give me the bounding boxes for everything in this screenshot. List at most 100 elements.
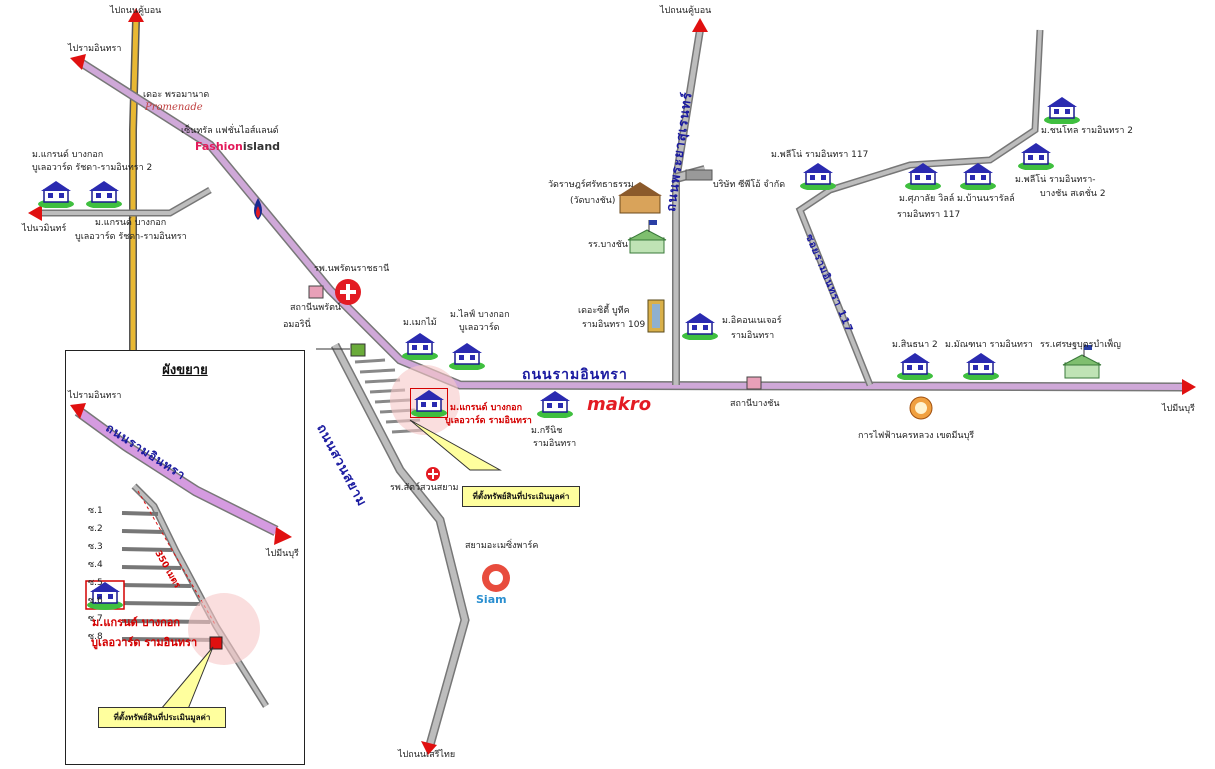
- house-icon-pleno-bangchan: [1018, 142, 1054, 170]
- hospital-cross-icon: [335, 279, 361, 305]
- inset-subject-2: บูเลอวาร์ด รามอินทรา: [91, 636, 198, 649]
- label-station-bangchan: สถานีบางชัน: [730, 399, 780, 409]
- label-the-city: เดอะซิตี้ บูทีค: [578, 306, 630, 316]
- label-siam-park: สยามอะเมซิ่งพาร์ค: [465, 541, 539, 551]
- inset-soi-3: ซ.3: [88, 542, 103, 552]
- label-amorini: อมอรินี่: [283, 320, 311, 330]
- makro-logo: makro: [587, 394, 652, 415]
- fuel-station-icon: [254, 198, 262, 220]
- highway-kubon: [129, 19, 140, 350]
- house-icon-mantana: [963, 352, 999, 380]
- label-pleno117: ม.พลีโน่ รามอินทรา 117: [771, 150, 869, 160]
- inset-subject: ม.แกรนด์ บางกอก: [92, 616, 181, 629]
- inset-soi-8: ซ.8: [88, 632, 103, 642]
- road-nawamin: [40, 186, 212, 217]
- label-hospital: รพ.นพรัตนราชธานี: [314, 264, 390, 274]
- label-chanthon: ม.ชนโทล รามอินทรา 2: [1041, 126, 1133, 136]
- siam-park-icon: [482, 564, 510, 592]
- label-company: บริษัท ซีพีโอ้ จำกัด: [713, 180, 786, 190]
- label-subject: ม.แกรนด์ บางกอก: [450, 403, 523, 413]
- inset-soi-6: ซ.6: [88, 596, 103, 606]
- label-to-seri-thai: ไปถนนเสรีไทย: [398, 750, 456, 760]
- inset-map: [70, 403, 292, 710]
- label-mea: การไฟฟ้านครหลวง เขตมีนบุรี: [858, 431, 975, 441]
- house-icon-grand-top-2: [86, 180, 122, 208]
- inset-title: ผังขยาย: [162, 363, 208, 378]
- vet-cross-icon: [426, 467, 440, 481]
- label-school-bangchan: รร.บางชัน: [588, 240, 628, 250]
- inset-callout: ที่ตั้งทรัพย์สินที่ประเมินมูลค่า: [98, 707, 226, 728]
- label-to-ramintra-left: ไปรามอินทรา: [68, 44, 122, 54]
- building-the-city-icon: [647, 299, 665, 333]
- station-bangchan-icon: [746, 376, 762, 390]
- label-norarat: ม.บ้านนรารัลล์: [957, 194, 1015, 204]
- label-excellent: ม.อิคอนเนเจอร์: [722, 316, 782, 326]
- label-subject-2: บูเลอวาร์ด รามอินทรา: [445, 416, 532, 426]
- road-soi-117: [795, 29, 1044, 387]
- label-fashion: เซ็นทรัล แฟชั่นไอส์แลนด์: [181, 126, 279, 136]
- road-suan-siam: [331, 342, 470, 747]
- label-life-2: บูเลอวาร์ด: [459, 323, 500, 333]
- callout-pointer: [409, 419, 502, 471]
- label-grand-bottom: ม.แกรนด์ บางกอก: [95, 218, 167, 228]
- house-icon-chanthon: [1044, 96, 1080, 124]
- inset-soi-1: ซ.1: [88, 506, 103, 516]
- label-to-khubon-left: ไปถนนคู้บอน: [110, 6, 162, 16]
- label-station-nopparat: สถานีนพรัตน์: [290, 303, 342, 313]
- label-to-nawamin: ไปนวมินทร์: [22, 224, 67, 234]
- house-icon-excellent: [682, 312, 718, 340]
- label-life: ม.ไลฟ์ บางกอก: [450, 310, 510, 320]
- label-grand-top-2: บูเลอวาร์ด รัชดา-รามอินทรา 2: [32, 163, 153, 173]
- mea-icon: [909, 396, 933, 420]
- temple-icon: [618, 182, 662, 214]
- promenade-logo: Promenade: [145, 102, 203, 113]
- house-icon-norarat: [960, 162, 996, 190]
- label-krinich-2: รามอินทรา: [533, 439, 577, 449]
- label-krinich: ม.กรีนิช: [531, 426, 563, 436]
- inset-soi-7: ซ.7: [88, 614, 103, 624]
- label-sukalai: ม.ศุภาลัย วิลล์: [899, 194, 955, 204]
- house-icon-krinich: [537, 390, 573, 418]
- label-school-right: รร.เศรษฐบุตรบำเพ็ญ: [1040, 340, 1121, 350]
- arrows: [28, 8, 1196, 755]
- label-wat-2: (วัดบางชัน): [570, 196, 616, 206]
- inset-panel: ผังขยาย ไปรามอินทรา ถนนรามอินทรา ไปมีนบุ…: [65, 350, 305, 765]
- label-vet: รพ.สัตว์สวนสยาม: [390, 483, 459, 493]
- label-sinthana: ม.สินธนา 2: [892, 340, 938, 350]
- label-grand-top: ม.แกรนด์ บางกอก: [32, 150, 104, 160]
- callout-main: ที่ตั้งทรัพย์สินที่ประเมินมูลค่า: [462, 486, 580, 507]
- house-icon-sukalai: [905, 162, 941, 190]
- house-icon-pleno117: [800, 162, 836, 190]
- fashion-logo: Fashionisland: [195, 140, 281, 153]
- school-bangchan-icon: [627, 220, 667, 254]
- inset-to-ramintra: ไปรามอินทรา: [68, 391, 122, 401]
- house-icon-grand-top-1: [38, 180, 74, 208]
- inset-soi-4: ซ.4: [88, 560, 103, 570]
- house-icon-mae-mai: [402, 332, 438, 360]
- label-mae-mai: ม.เมกไม้: [403, 318, 437, 328]
- company-block-icon: [685, 169, 713, 181]
- house-icon-subject: [410, 388, 448, 418]
- label-grand-bottom-2: บูเลอวาร์ด รัชดา-รามอินทรา: [75, 232, 187, 242]
- label-to-khubon-right: ไปถนนคู้บอน: [660, 6, 712, 16]
- label-mantana: ม.มัณฑนา รามอินทรา: [945, 340, 1033, 350]
- road-phraya-suren: [672, 29, 704, 385]
- label-promenade: เดอะ พรอมานาด: [143, 90, 210, 100]
- station-nopparat-icon: [308, 285, 324, 299]
- school-right-icon: [1062, 345, 1102, 379]
- label-the-city-2: รามอินทรา 109: [582, 320, 646, 330]
- label-sukalai-2: รามอินทรา 117: [897, 210, 961, 220]
- label-pleno-bangchan-2: บางชัน สเตชั่น 2: [1040, 189, 1106, 199]
- inset-soi-5: ซ.5: [88, 578, 103, 588]
- ramintra-road: [77, 58, 1186, 392]
- label-pleno-bangchan: ม.พลีโน่ รามอินทรา-: [1015, 175, 1096, 185]
- house-icon-sinthana: [897, 352, 933, 380]
- road-label-ramintra: ถนนรามอินทรา: [522, 367, 628, 383]
- label-siam-logo: Siam: [476, 593, 507, 606]
- house-icon-life: [449, 342, 485, 370]
- label-to-minburi: ไปมีนบุรี: [1162, 404, 1195, 414]
- inset-soi-2: ซ.2: [88, 524, 103, 534]
- amorini-icon: [350, 343, 366, 357]
- inset-to-minburi: ไปมีนบุรี: [266, 549, 299, 559]
